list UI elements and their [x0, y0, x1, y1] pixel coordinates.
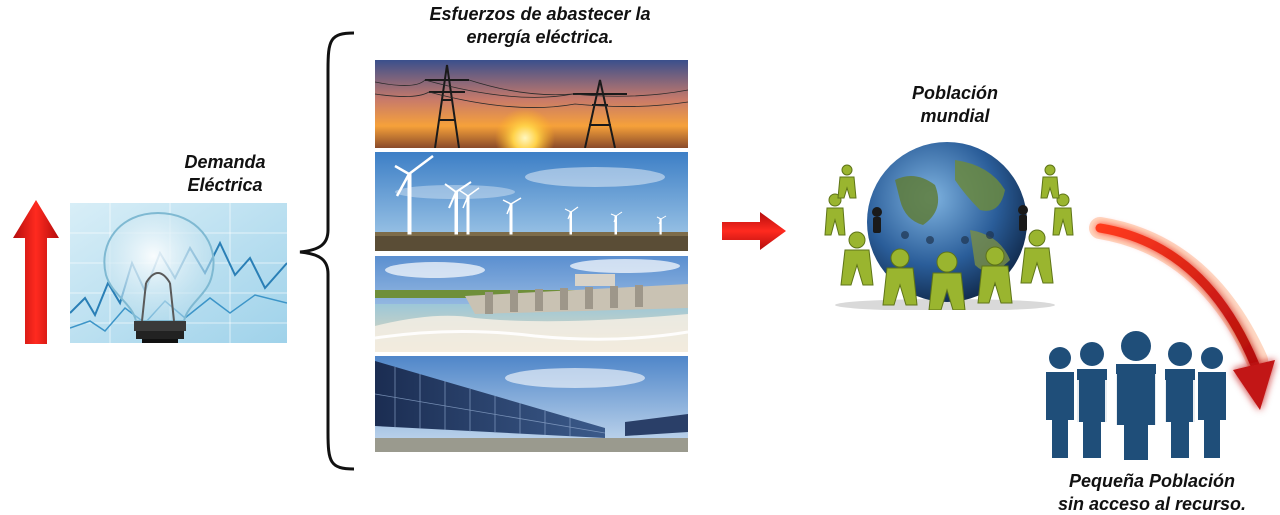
globe-with-people-image: [805, 140, 1085, 310]
efforts-label: Esfuerzos de abastecer la energía eléctr…: [395, 3, 685, 48]
solar-panels-image: [375, 356, 688, 452]
efforts-label-line1: Esfuerzos de abastecer la: [395, 3, 685, 26]
power-lines-sunset-image: [375, 60, 688, 148]
efforts-label-line2: energía eléctrica.: [395, 26, 685, 49]
without-access-label: Pequeña Población sin acceso al recurso.: [1028, 470, 1276, 515]
wind-turbines-image: [375, 152, 688, 251]
population-label-line2: mundial: [880, 105, 1030, 128]
light-bulb-image: [70, 203, 287, 343]
without-access-label-line1: Pequeña Población: [1028, 470, 1276, 493]
demand-label: Demanda Eléctrica: [150, 151, 300, 196]
without-access-label-line2: sin acceso al recurso.: [1028, 493, 1276, 515]
curly-brace-icon: [292, 30, 362, 472]
hydroelectric-dam-image: [375, 256, 688, 352]
people-group-icon: [1040, 330, 1232, 460]
demand-label-line1: Demanda: [150, 151, 300, 174]
right-arrow-icon: [722, 212, 786, 250]
population-label: Población mundial: [880, 82, 1030, 127]
population-label-line1: Población: [880, 82, 1030, 105]
demand-label-line2: Eléctrica: [150, 174, 300, 197]
up-arrow-icon: [12, 200, 60, 345]
